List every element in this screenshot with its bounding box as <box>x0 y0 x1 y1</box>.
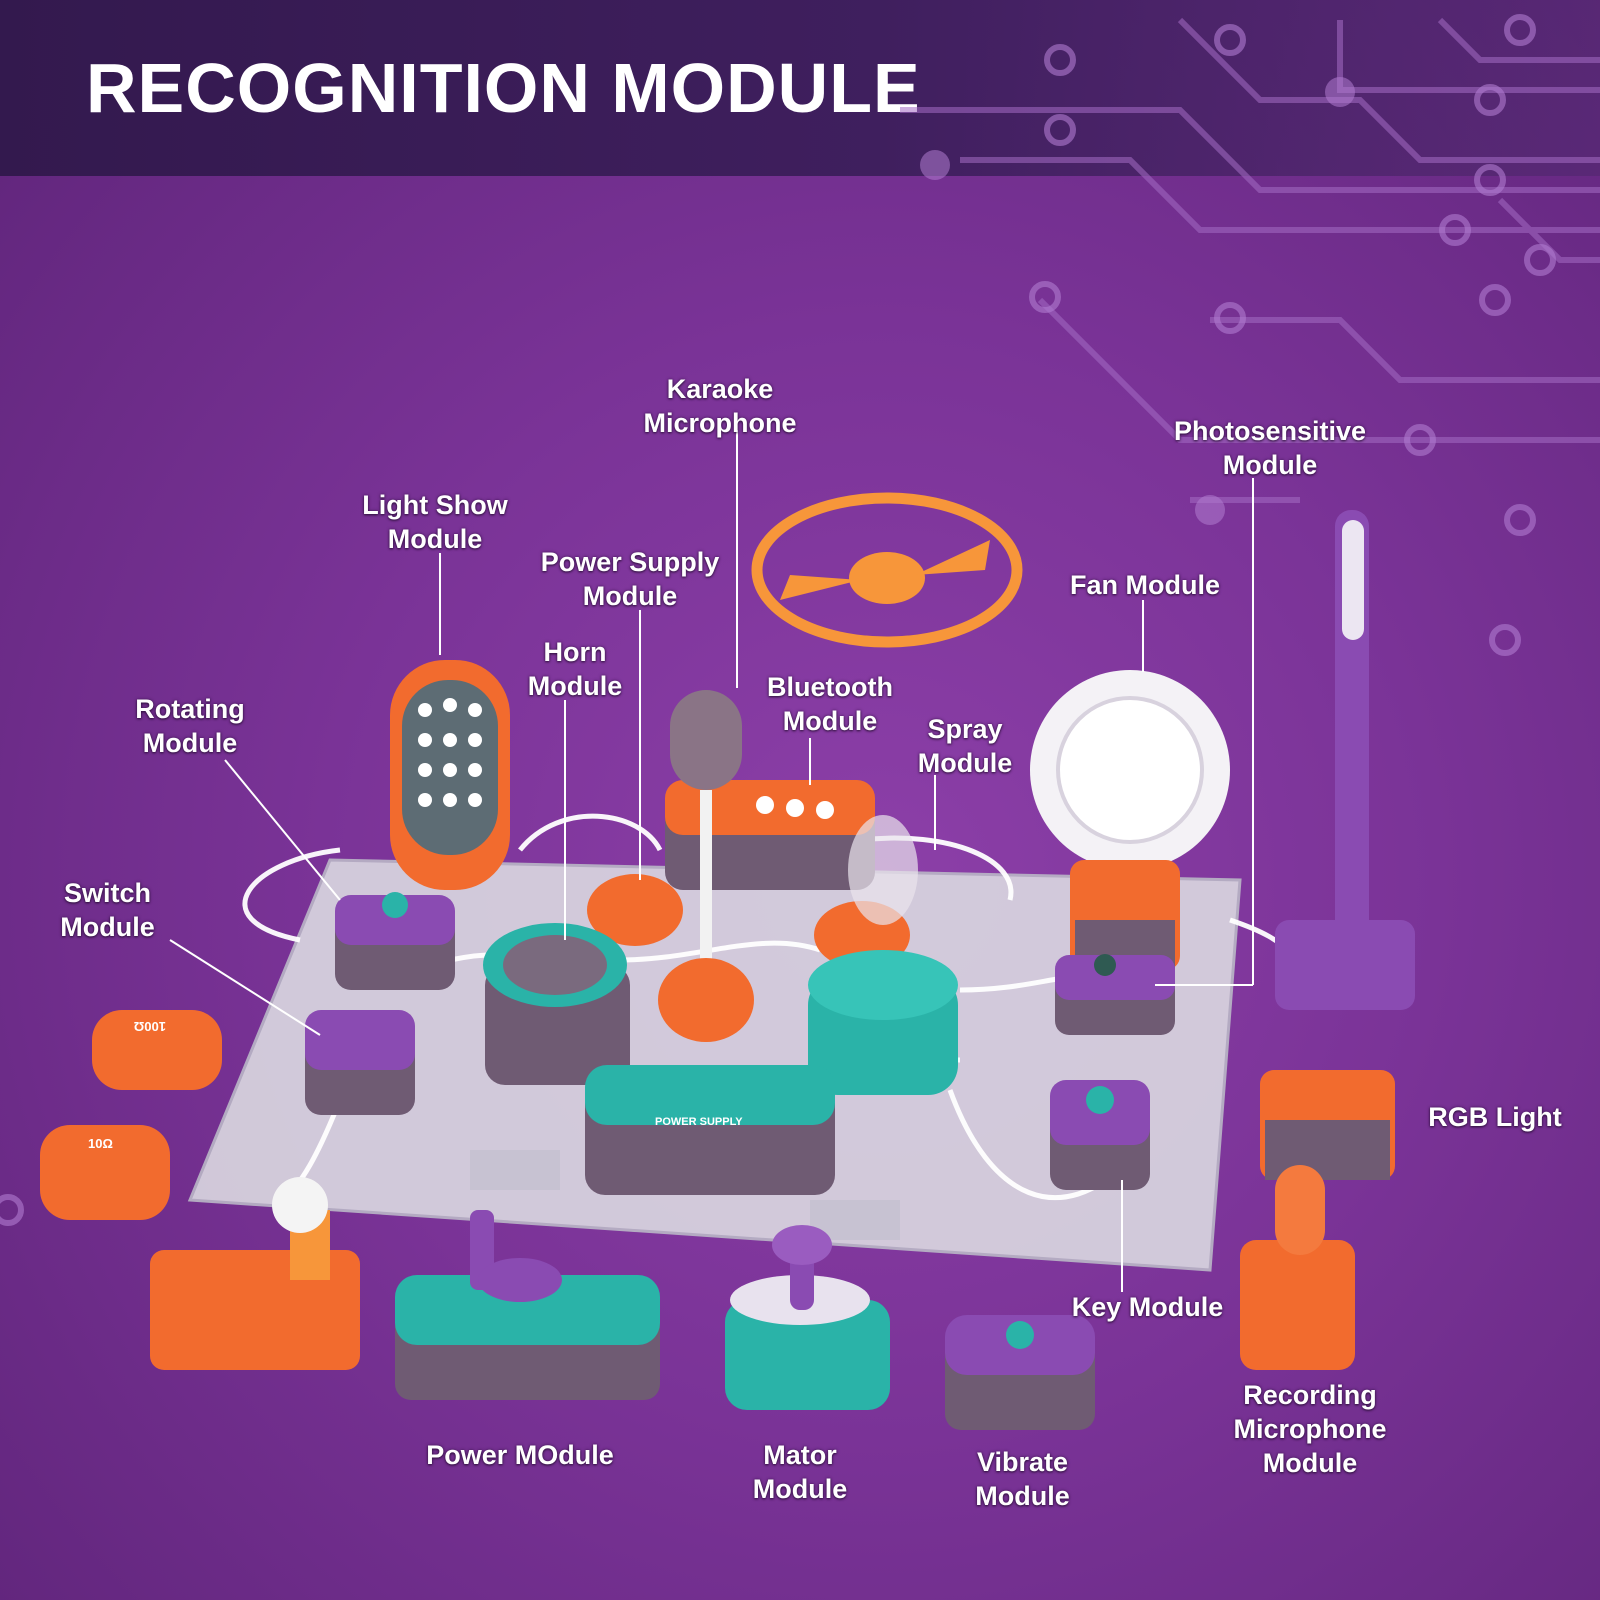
label-line: Fan Module <box>1070 570 1220 600</box>
label-bluetooth-module: Bluetooth Module <box>755 670 905 738</box>
label-recording-microphone-module: Recording Microphone Module <box>1210 1378 1410 1480</box>
page-title: RECOGNITION MODULE <box>86 49 921 127</box>
label-line: Module <box>917 748 1013 778</box>
label-line: Module <box>60 912 155 942</box>
label-line: RGB Light <box>1428 1102 1562 1132</box>
label-line: Rotating <box>135 694 245 724</box>
label-line: Module <box>752 1474 848 1504</box>
label-vibrate-module: Vibrate Module <box>955 1445 1090 1513</box>
label-line: Module <box>782 706 878 736</box>
label-line: Module <box>142 728 238 758</box>
label-line: Recording <box>1243 1380 1377 1410</box>
label-photosensitive-module: Photosensitive Module <box>1160 414 1380 482</box>
label-line: Switch <box>63 878 151 908</box>
resistor-100-text: 100Ω <box>134 1019 166 1034</box>
label-line: Module <box>387 524 483 554</box>
label-line: Mator <box>763 1440 837 1470</box>
label-karaoke-microphone: Karaoke Microphone <box>620 372 820 440</box>
label-line: Light Show <box>362 490 508 520</box>
label-line: Module <box>1262 1448 1358 1478</box>
resistor-10-text: 10Ω <box>88 1136 113 1151</box>
label-line: Karaoke <box>666 374 774 404</box>
label-power-supply-module: Power Supply Module <box>525 545 735 613</box>
label-line: Module <box>975 1481 1070 1511</box>
label-line: Bluetooth <box>767 672 893 702</box>
label-line: Horn <box>543 637 607 667</box>
label-horn-module: Horn Module <box>515 635 635 703</box>
label-line: Key Module <box>1071 1292 1224 1322</box>
label-line: Photosensitive <box>1173 416 1367 446</box>
label-line: Module <box>582 581 678 611</box>
label-line: Power Supply <box>540 547 720 577</box>
label-line: Microphone <box>1233 1414 1387 1444</box>
label-mator-module: Mator Module <box>735 1438 865 1506</box>
label-key-module: Key Module <box>1060 1290 1235 1324</box>
label-line: Vibrate <box>976 1447 1069 1477</box>
label-line: Microphone <box>643 408 797 438</box>
label-fan-module: Fan Module <box>1060 568 1230 602</box>
power-supply-plate-text: POWER SUPPLY <box>655 1116 743 1128</box>
label-line: Module <box>1222 450 1318 480</box>
label-line: Power MOdule <box>426 1440 614 1470</box>
label-switch-module: Switch Module <box>50 876 165 944</box>
label-rotating-module: Rotating Module <box>125 692 255 760</box>
label-power-module: Power MOdule <box>410 1438 630 1472</box>
label-spray-module: Spray Module <box>905 712 1025 780</box>
label-light-show-module: Light Show Module <box>340 488 530 556</box>
label-rgb-light: RGB Light <box>1410 1100 1580 1134</box>
label-line: Spray <box>927 714 1003 744</box>
label-line: Module <box>527 671 623 701</box>
